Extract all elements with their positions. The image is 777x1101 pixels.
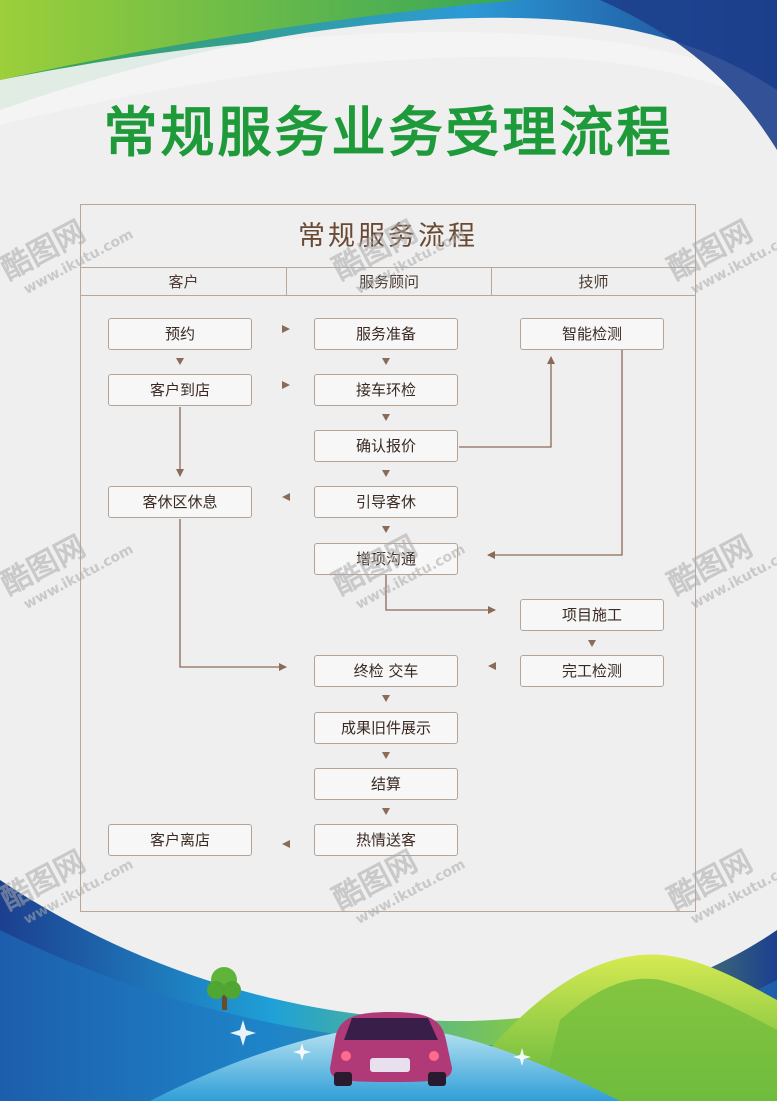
lane-header-customer: 客户: [80, 267, 287, 296]
page-title: 常规服务业务受理流程: [103, 101, 674, 164]
step-daodian: 客户到店: [108, 374, 252, 406]
step-zhunbei: 服务准备: [314, 318, 458, 350]
step-baojia: 确认报价: [314, 430, 458, 462]
step-xiuxi: 客休区休息: [108, 486, 252, 518]
flowchart-subtitle: 常规服务流程: [298, 221, 478, 252]
step-jiesuan: 结算: [314, 768, 458, 800]
lane-header-technician: 技师: [491, 267, 696, 296]
step-yindao: 引导客休: [314, 486, 458, 518]
step-zhongjian: 终检 交车: [314, 655, 458, 687]
step-likai: 客户离店: [108, 824, 252, 856]
step-jiance: 智能检测: [520, 318, 664, 350]
step-yuyue: 预约: [108, 318, 252, 350]
step-wangong: 完工检测: [520, 655, 664, 687]
step-songke: 热情送客: [314, 824, 458, 856]
step-shigong: 项目施工: [520, 599, 664, 631]
step-jiechu: 接车环检: [314, 374, 458, 406]
flowchart-panel: [80, 204, 696, 912]
step-zengxiang: 增项沟通: [314, 543, 458, 575]
step-zhanshi: 成果旧件展示: [314, 712, 458, 744]
